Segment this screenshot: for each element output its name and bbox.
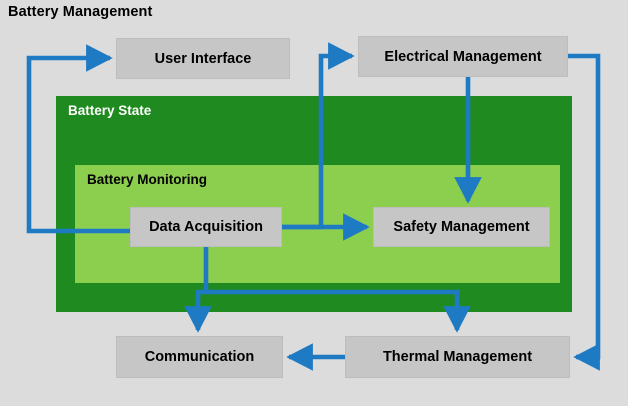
wire-electrical-management-to-thermal-management [568,53,601,371]
node-safety-management[interactable]: Safety Management [373,207,550,247]
node-electrical-management-label: Electrical Management [384,48,542,65]
node-communication[interactable]: Communication [116,336,283,378]
node-data-acquisition-label: Data Acquisition [149,219,263,235]
wire-data-acquisition-to-electrical-management [282,42,355,230]
node-user-interface[interactable]: User Interface [116,38,290,79]
node-thermal-management-label: Thermal Management [382,349,533,365]
wire-data-acquisition-to-communication [184,247,212,333]
page-title: Battery Management [8,4,153,20]
wire-data-acquisition-to-thermal-management [206,289,471,333]
node-data-acquisition[interactable]: Data Acquisition [130,207,282,247]
node-thermal-management[interactable]: Thermal Management [345,336,570,378]
wire-data-acquisition-to-user-interface [26,44,130,234]
node-safety-management-label: Safety Management [393,219,530,235]
container-battery-monitoring-label: Battery Monitoring [87,172,207,187]
node-communication-label: Communication [144,349,255,365]
container-battery-state-label: Battery State [68,103,152,118]
node-electrical-management[interactable]: Electrical Management [358,36,568,77]
node-user-interface-label: User Interface [154,50,252,67]
